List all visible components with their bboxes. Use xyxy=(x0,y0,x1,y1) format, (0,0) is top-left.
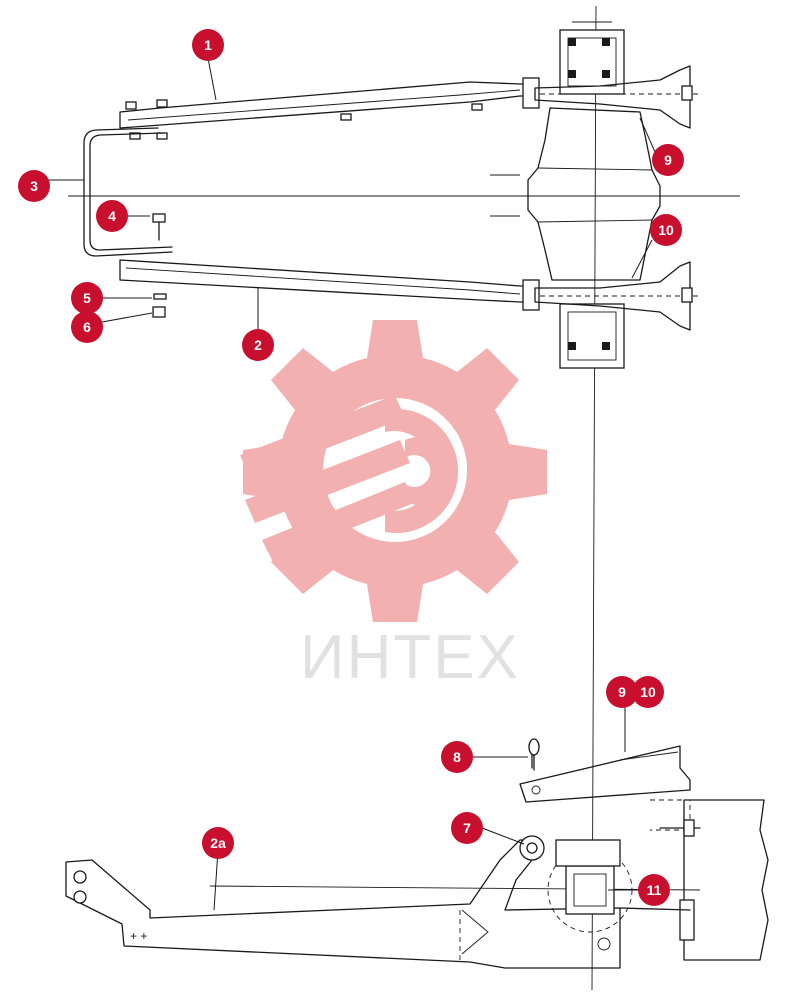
callout-7: 7 xyxy=(451,812,483,844)
speed-lines-icon xyxy=(240,395,414,560)
callout-10-top: 10 xyxy=(650,214,682,246)
svg-text:2: 2 xyxy=(254,337,262,353)
bolt-part-4 xyxy=(152,213,166,241)
upper-drawbar-arm xyxy=(119,77,540,140)
callout-1: 1 xyxy=(192,29,224,61)
svg-text:4: 4 xyxy=(108,208,116,224)
svg-text:9: 9 xyxy=(618,684,626,700)
axle-hub-part-11 xyxy=(547,839,633,951)
callout-6: 6 xyxy=(71,311,103,343)
gear-icon xyxy=(243,320,547,622)
svg-text:2a: 2a xyxy=(210,835,226,851)
callout-9-top: 9 xyxy=(652,144,684,176)
callout-2a: 2a xyxy=(202,827,234,859)
side-view-drawing: + + xyxy=(65,738,769,969)
axle-body xyxy=(527,107,661,281)
lower-drawbar-arm xyxy=(119,259,540,311)
svg-text:10: 10 xyxy=(658,222,674,238)
callout-5: 5 xyxy=(71,282,103,314)
svg-text:8: 8 xyxy=(453,749,461,765)
svg-text:1: 1 xyxy=(204,37,212,53)
watermark-text: ИНТЕХ xyxy=(300,623,520,692)
svg-text:+ +: + + xyxy=(130,929,147,943)
svg-text:10: 10 xyxy=(640,684,656,700)
svg-text:11: 11 xyxy=(647,882,662,898)
svg-text:3: 3 xyxy=(30,178,38,194)
upper-mount-bracket xyxy=(534,21,700,129)
svg-text:7: 7 xyxy=(463,820,471,836)
leader-lines xyxy=(48,57,656,911)
drawbar-side-part-2a: + + xyxy=(65,839,621,969)
pivot-pin-part-7 xyxy=(519,835,545,861)
lower-mount-bracket xyxy=(534,261,700,369)
tie-rod xyxy=(83,127,173,257)
callout-10-side: 10 xyxy=(632,676,664,708)
svg-text:5: 5 xyxy=(83,290,91,306)
bracket-part-9-10 xyxy=(519,745,691,831)
washer-part-5 xyxy=(153,293,167,300)
callout-9-side: 9 xyxy=(606,676,638,708)
callout-4: 4 xyxy=(96,200,128,232)
axle-housing xyxy=(619,799,769,961)
callout-11: 11 xyxy=(638,874,670,906)
callout-8: 8 xyxy=(441,741,473,773)
nut-part-6 xyxy=(152,306,166,318)
svg-text:9: 9 xyxy=(664,152,672,168)
svg-text:6: 6 xyxy=(83,319,91,335)
intech-logo-watermark: ИНТЕХ xyxy=(240,320,547,692)
top-view-drawing xyxy=(68,5,740,991)
callout-2: 2 xyxy=(242,329,274,361)
cotter-pin-part-8 xyxy=(528,738,540,771)
callout-3: 3 xyxy=(18,170,50,202)
